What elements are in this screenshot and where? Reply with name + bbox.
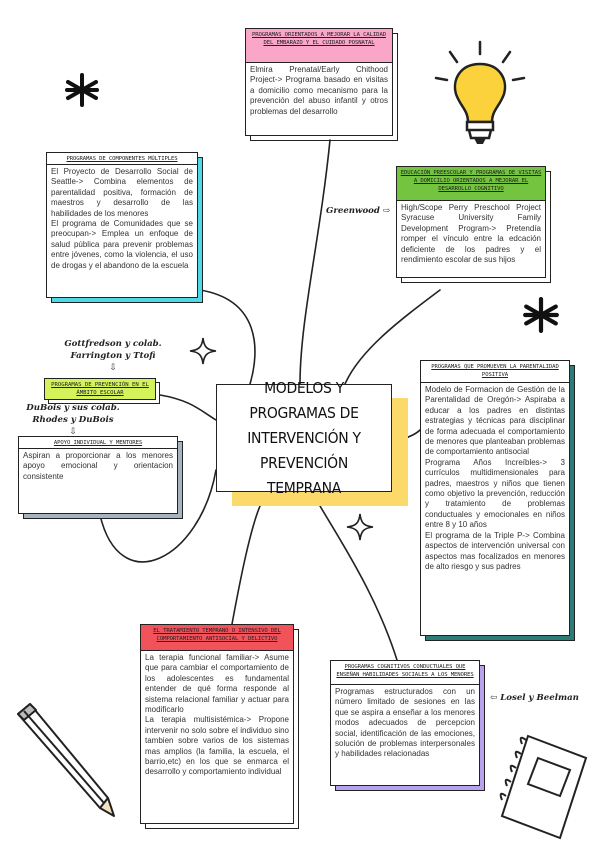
label-gottfredson: Gottfredson y colab. Farrington y Ttofi … [58, 338, 168, 374]
label-dubois-text: DuBois y sus colab. [26, 403, 120, 413]
pencil-icon [17, 703, 115, 817]
card-body: Programas estructurados con un número li… [335, 687, 475, 759]
card-positive-parenting: PROGRAMAS QUE PROMUEVEN LA PARENTALIDAD … [420, 360, 575, 641]
card-header: PROGRAMAS QUE PROMUEVEN LA PARENTALIDAD … [421, 361, 569, 383]
pill-face: PROGRAMAS DE PREVENCIÓN EN EL ÁMBITO ESC… [44, 378, 156, 400]
asterisk-icon [523, 297, 559, 333]
lightbulb-icon [434, 40, 526, 144]
arrow-right-icon: ⇨ [382, 206, 391, 216]
pill-school-prevention: PROGRAMAS DE PREVENCIÓN EN EL ÁMBITO ESC… [44, 378, 160, 404]
card-face: PROGRAMAS ORIENTADOS A MEJORAR LA CALIDA… [245, 28, 393, 136]
sparkle-icon [189, 337, 217, 365]
label-greenwood-text: Greenwood [326, 206, 380, 216]
asterisk-icon [65, 73, 99, 107]
label-greenwood: Greenwood ⇨ [326, 205, 390, 217]
connector-top [299, 139, 331, 385]
card-face: PROGRAMAS QUE PROMUEVEN LA PARENTALIDAD … [420, 360, 570, 636]
arrow-down-icon: ⇩ [109, 363, 117, 373]
arrow-left-icon: ⇦ [490, 693, 498, 703]
card-body: High/Scope Perry Preschool Project Syrac… [401, 203, 541, 265]
center-title: MODELOS Y PROGRAMAS DE INTERVENCIÓN Y PR… [247, 378, 361, 497]
card-individual-support: APOYO INDIVIDUAL Y MENTORES Aspiran a pr… [18, 436, 183, 519]
label-gottfredson-text: Gottfredson y colab. [64, 339, 162, 349]
arrow-down-icon: ⇩ [69, 427, 77, 437]
card-body: El Proyecto de Desarrollo Social de Seat… [51, 167, 193, 270]
card-header: PROGRAMAS COGNITIVOS CONDUCTUALES QUE EN… [331, 661, 479, 685]
label-rhodes-text: Rhodes y DuBois [32, 415, 114, 425]
card-face: EL TRATAMIENTO TEMPRANO O INTENSIVO DEL … [140, 624, 294, 824]
card-body: La terapia funcional familiar-> Asume qu… [145, 653, 289, 777]
card-body: Elmira Prenatal/Early Chithood Project->… [250, 65, 388, 116]
label-farrington-text: Farrington y Ttofi [70, 351, 156, 361]
card-face: PROGRAMAS COGNITIVOS CONDUCTUALES QUE EN… [330, 660, 480, 786]
card-preschool: EDUCACIÓN PREESCOLAR Y PROGRAMAS DE VISI… [396, 166, 551, 283]
label-losel-text: Losel y Beelman [500, 693, 579, 703]
card-cognitive-behavioral: PROGRAMAS COGNITIVOS CONDUCTUALES QUE EN… [330, 660, 485, 791]
connector-treatment [229, 505, 261, 636]
card-header: PROGRAMAS DE COMPONENTES MÚLTIPLES [47, 153, 197, 165]
card-early-treatment: EL TRATAMIENTO TEMPRANO O INTENSIVO DEL … [140, 624, 299, 829]
card-header: PROGRAMAS ORIENTADOS A MEJORAR LA CALIDA… [246, 29, 392, 63]
connector-school [159, 394, 217, 421]
center-title-box: MODELOS Y PROGRAMAS DE INTERVENCIÓN Y PR… [216, 379, 392, 497]
card-face: APOYO INDIVIDUAL Y MENTORES Aspiran a pr… [18, 436, 178, 514]
label-dubois: DuBois y sus colab. Rhodes y DuBois ⇩ [18, 402, 128, 438]
card-header: EDUCACIÓN PREESCOLAR Y PROGRAMAS DE VISI… [397, 167, 545, 201]
sparkle-icon [346, 513, 374, 541]
label-losel: ⇦ Losel y Beelman [490, 692, 579, 704]
card-multiple-components: PROGRAMAS DE COMPONENTES MÚLTIPLES El Pr… [46, 152, 203, 303]
card-pregnancy: PROGRAMAS ORIENTADOS A MEJORAR LA CALIDA… [245, 28, 398, 141]
notebook-icon [499, 734, 588, 840]
card-body: Aspiran a proporcionar a los menores apo… [23, 451, 173, 481]
card-body: Modelo de Formacion de Gestión de la Par… [425, 385, 565, 571]
card-header: APOYO INDIVIDUAL Y MENTORES [19, 437, 177, 449]
card-header: EL TRATAMIENTO TEMPRANO O INTENSIVO DEL … [141, 625, 293, 651]
card-face: EDUCACIÓN PREESCOLAR Y PROGRAMAS DE VISI… [396, 166, 546, 278]
card-face: PROGRAMAS DE COMPONENTES MÚLTIPLES El Pr… [46, 152, 198, 298]
